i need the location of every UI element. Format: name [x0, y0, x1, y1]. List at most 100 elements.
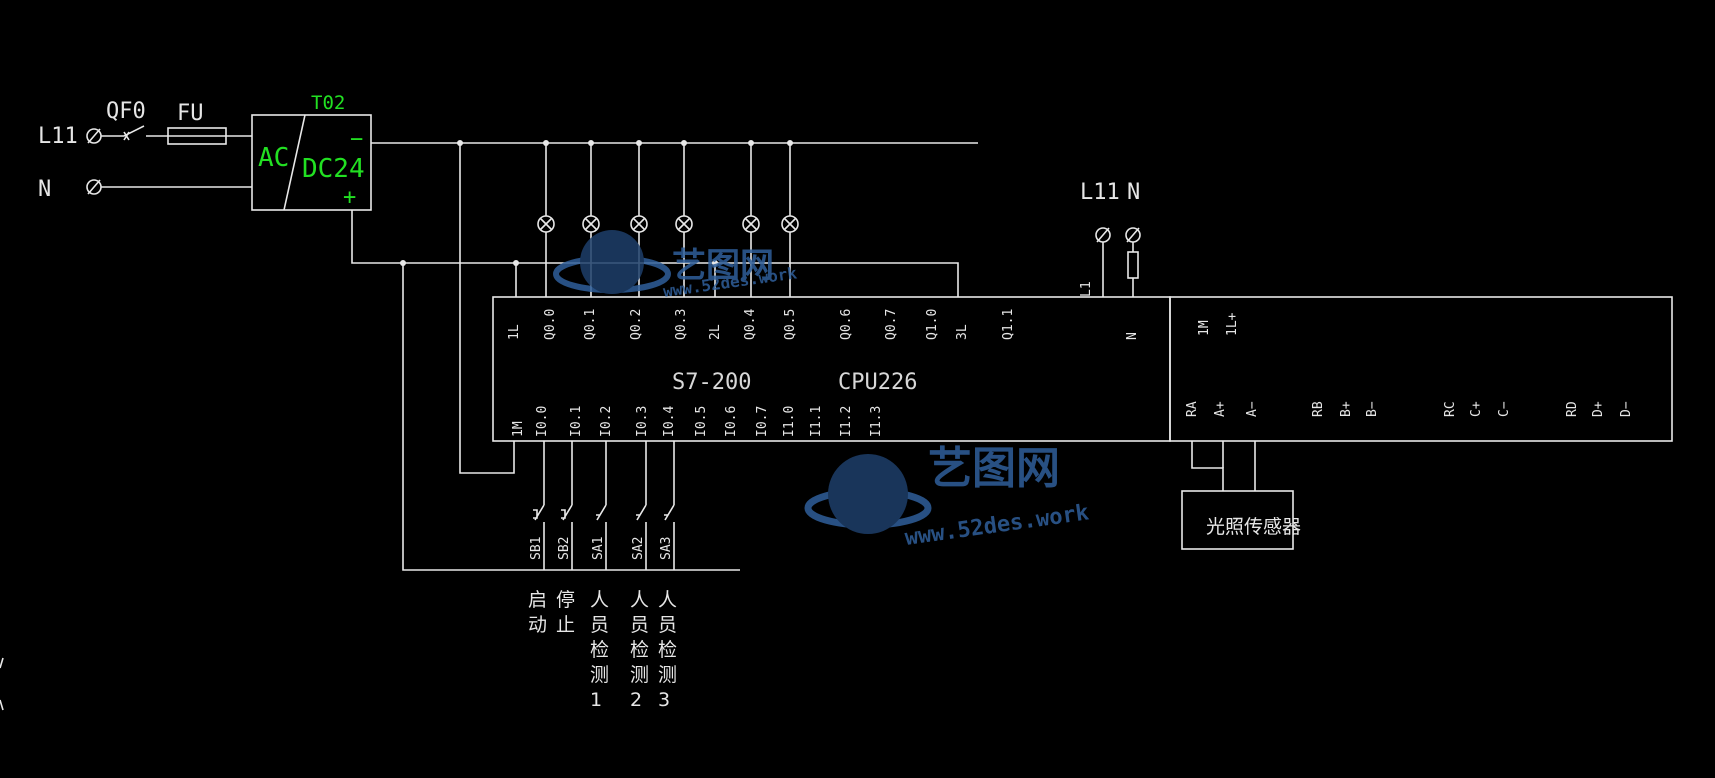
analog-bottom-terminal-label: B− [1365, 401, 1380, 417]
switch-desc-char: 1 [590, 689, 602, 711]
terminal-icon [86, 179, 102, 195]
plc-supply: L11 N [1080, 180, 1141, 297]
module-output: DC24 [302, 154, 365, 184]
plc-bottom-terminal-label: I0.6 [724, 406, 739, 437]
plc-top-terminal-label: Q0.3 [674, 309, 689, 340]
module-tag: T02 [311, 92, 345, 114]
lamp-icon [582, 215, 600, 233]
plc-top-terminal-label: Q1.1 [1001, 309, 1016, 340]
switch-desc-char: 人 [590, 589, 609, 611]
neutral-label: N [38, 177, 51, 202]
analog-bottom-terminal-label: C− [1497, 401, 1512, 417]
plc-bottom-terminal-label: I1.3 [869, 406, 884, 437]
switch-tag-label: SA1 [591, 537, 606, 560]
analog-top-terminal-label: 1M [1197, 320, 1212, 336]
switch-desc-char: 测 [590, 664, 609, 686]
switch-desc-char: 2 [630, 689, 642, 711]
watermark-logo-icon [553, 230, 932, 534]
plc-top-terminal-label: Q1.0 [925, 309, 940, 340]
switch-desc-char: 动 [528, 614, 547, 636]
plc-bottom-terminal-label: I0.1 [569, 406, 584, 437]
switch-sb1 [533, 441, 545, 570]
plc-top-terminal-label: Q0.1 [583, 309, 598, 340]
power-module: T02 AC DC24 − + [251, 92, 372, 211]
switch-desc-char: 人 [658, 589, 677, 611]
switch-sb2 [561, 441, 573, 570]
lamp-icon [630, 215, 648, 233]
switch-desc-char: 员 [658, 614, 677, 636]
plc-cpu-label: CPU226 [838, 370, 917, 395]
switch-desc-char: 测 [658, 664, 677, 686]
lamp-icon [742, 215, 760, 233]
analog-bottom-terminal-label: B+ [1339, 401, 1354, 417]
plc-top-terminal-label: Q0.7 [884, 309, 899, 340]
analog-bottom-terminal-label: A+ [1213, 401, 1228, 417]
supply-section: L11 N QF0 FU [38, 99, 252, 202]
analog-bottom-terminal-label: A− [1245, 401, 1260, 417]
analog-bottom-terminal-label: D− [1619, 401, 1634, 417]
switch-desc-char: 员 [590, 614, 609, 636]
line-label: L11 [38, 124, 78, 149]
switch-desc-char: 3 [658, 689, 670, 711]
light-sensor: 光照传感器 [1181, 441, 1301, 550]
plc-top-terminal-label: 1L [507, 324, 522, 340]
plc-bottom-terminal-label: I0.7 [755, 406, 770, 437]
plc-top-terminal-label: N [1125, 332, 1140, 340]
lamp-icon [675, 215, 693, 233]
plc-top-terminal-label: Q0.5 [783, 309, 798, 340]
switch-desc-char: 启 [528, 589, 547, 611]
analog-top-terminal-label: 1L+ [1225, 312, 1240, 336]
plc-line-label: L11 [1080, 180, 1120, 205]
analog-bottom-terminal-label: D+ [1591, 401, 1606, 417]
breaker-symbol [101, 125, 168, 137]
watermark-brand: 艺图网 [928, 443, 1060, 494]
analog-bottom-terminal-label: RA [1185, 401, 1200, 417]
plc-bottom-terminal-label: 1M [511, 421, 526, 437]
switch-sa3 [664, 441, 675, 570]
watermark: 艺图网 www.52des.work 艺图网 www.52des.work [553, 230, 1090, 551]
sensor-label: 光照传感器 [1206, 516, 1301, 538]
analog-bottom-terminal-label: RC [1443, 401, 1458, 417]
plc-top-terminal-label: L1 [1079, 281, 1094, 297]
terminal-icon [86, 128, 102, 144]
plc-top-terminal-label: Q0.2 [629, 309, 644, 340]
analog-bottom-terminal-label: RD [1565, 401, 1580, 417]
plc-bottom-terminal-label: I0.4 [662, 406, 677, 437]
plc-bottom-terminal-label: I0.2 [599, 406, 614, 437]
minus-terminal-label: − [350, 127, 363, 152]
plc-bottom-terminal-label: I1.0 [782, 406, 797, 437]
analog-bottom-terminal-label: C+ [1469, 401, 1484, 417]
switch-sa1 [596, 441, 607, 570]
edge-mark [0, 657, 4, 711]
terminal-icon [1125, 227, 1141, 243]
analog-module: 1M 1L+ RA A+ A− RB B+ B− RC C+ C− RD D+ D− [1169, 296, 1673, 442]
switch-desc-char: 停 [556, 589, 575, 611]
lamp-icon [537, 215, 555, 233]
switch-tag-label: SA2 [631, 537, 646, 560]
module-input: AC [258, 143, 289, 173]
fuse-symbol [1127, 251, 1139, 279]
switch-desc-char: 止 [556, 614, 575, 636]
switch-desc-char: 员 [630, 614, 649, 636]
switch-tag-label: SA3 [659, 537, 674, 560]
fuse-label: FU [177, 101, 204, 126]
breaker-label: QF0 [106, 99, 146, 124]
plc-bottom-terminal-label: I1.1 [809, 406, 824, 437]
switch-sa2 [636, 441, 647, 570]
analog-bottom-terminal-label: RB [1311, 401, 1326, 417]
plc-bottom-terminal-label: I0.3 [635, 406, 650, 437]
plc-neutral-label: N [1127, 180, 1140, 205]
plc-bottom-terminal-label: I1.2 [839, 406, 854, 437]
plc-top-terminal-label: Q0.4 [743, 309, 758, 340]
plc-top-terminal-label: Q0.6 [839, 309, 854, 340]
plc-bottom-terminal-label: I0.0 [535, 406, 550, 437]
plus-terminal-label: + [343, 185, 356, 210]
plc-top-terminal-label: 3L [955, 324, 970, 340]
switch-tag-label: SB1 [529, 537, 544, 560]
switch-desc-char: 检 [590, 639, 609, 661]
switch-tag-label: SB2 [557, 537, 572, 560]
plc-model: S7-200 [672, 370, 751, 395]
